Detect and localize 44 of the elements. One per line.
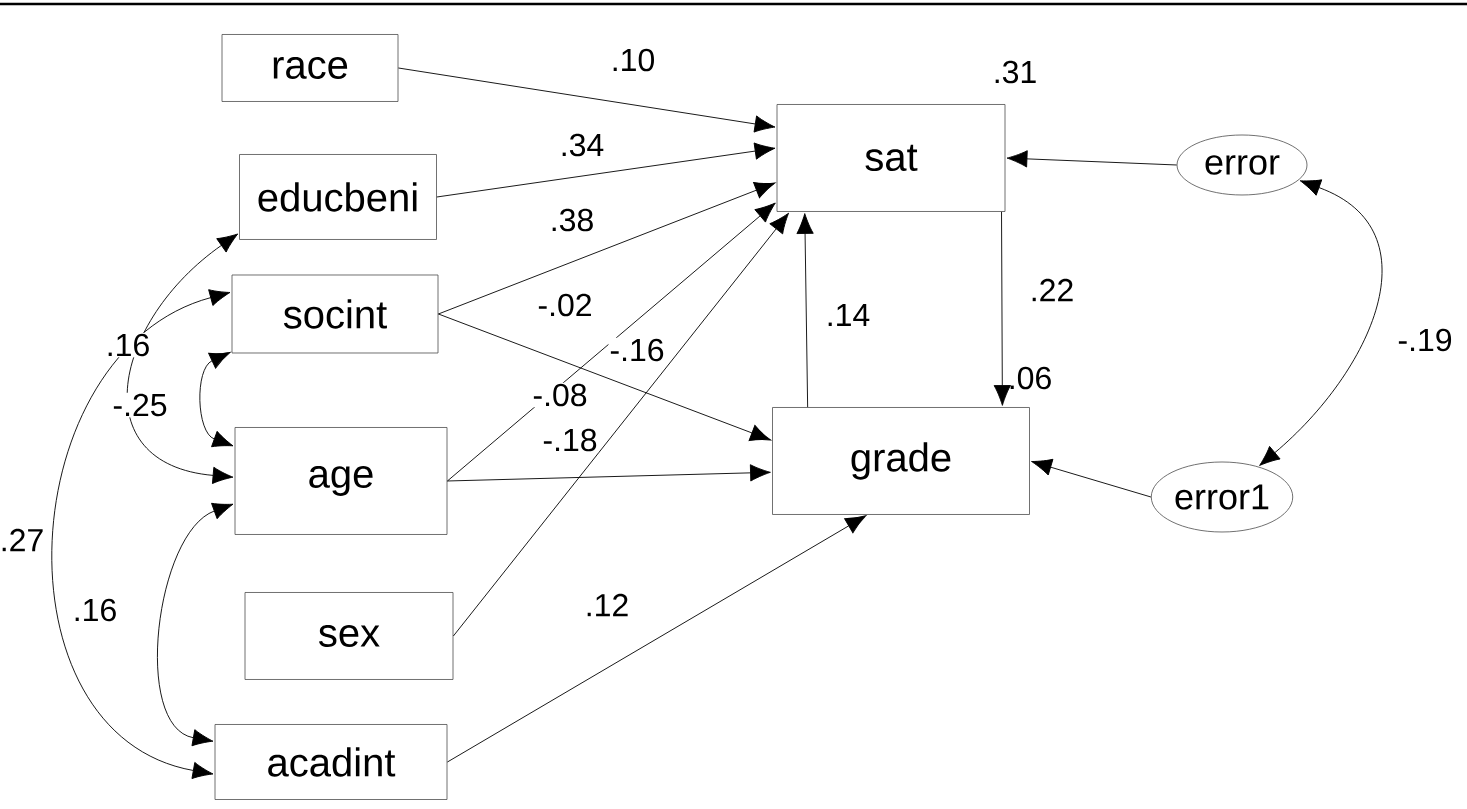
arrow [1006, 150, 1178, 168]
edge-label: .12 [583, 592, 631, 618]
variable-box: grade [772, 407, 1030, 515]
arrow [437, 313, 771, 442]
variable-box: race [221, 34, 399, 102]
edge-label: -.19 [1396, 327, 1454, 353]
edge-label: .38 [548, 207, 596, 233]
arrow [51, 289, 231, 779]
variable-box: sex [244, 592, 454, 680]
arrow [199, 351, 234, 448]
edge-label: -.08 [531, 382, 589, 408]
edge-label: .22 [1028, 277, 1076, 303]
arrow [993, 211, 1011, 406]
arrow [436, 142, 776, 198]
variable-box: educbeni [239, 154, 437, 240]
edge-label: .27 [0, 527, 46, 553]
arrow [1031, 458, 1152, 498]
node-caption: .31 [995, 60, 1036, 84]
arrow [446, 464, 771, 482]
edge-label: -.02 [536, 292, 594, 318]
edge-label: .16 [104, 332, 152, 358]
arrow [437, 182, 776, 315]
arrow [156, 502, 234, 747]
oval-node: error [1176, 134, 1308, 196]
edge-label: -.18 [541, 427, 599, 453]
arrow [397, 67, 776, 133]
arrow [1259, 179, 1383, 466]
variable-box: acadint [214, 724, 448, 800]
edge-label: -.25 [111, 392, 169, 418]
arrow [446, 202, 776, 482]
arrow [446, 515, 867, 763]
arrow [796, 213, 814, 408]
edge-label: .16 [71, 597, 119, 623]
edge-label: .34 [558, 132, 606, 158]
edge-label: -.16 [608, 337, 666, 363]
variable-box: socint [231, 274, 439, 354]
variable-box: age [234, 427, 448, 535]
oval-node: error1 [1150, 461, 1294, 533]
arrow [127, 233, 239, 484]
edge-label: .14 [824, 303, 872, 327]
edge-label: .10 [609, 47, 657, 73]
node-caption: .06 [1010, 366, 1051, 390]
arrow [452, 212, 789, 637]
variable-box: sat [776, 104, 1006, 212]
